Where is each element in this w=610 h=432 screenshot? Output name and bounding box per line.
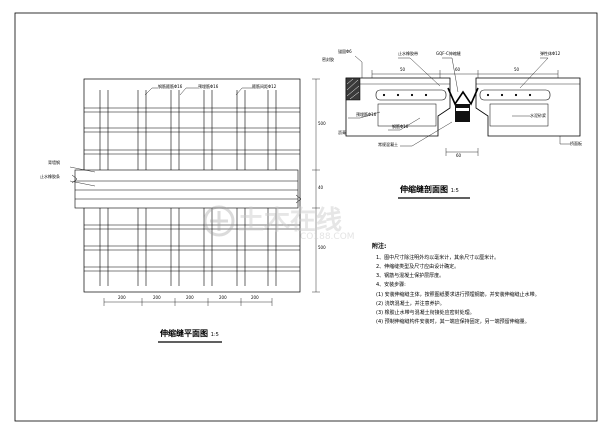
- section-dim-top-1: 50: [400, 67, 406, 72]
- section-label-concrete: 常规混凝土: [378, 142, 398, 147]
- plan-title-scale: 1:5: [210, 332, 219, 338]
- section-dim-top-2: 60: [455, 67, 461, 72]
- notes-line-3: 3、钢筋与混凝土保护层厚度。: [376, 273, 445, 279]
- plan-title-text: 伸缩缝平面图: [160, 329, 208, 338]
- section-title-text: 伸缩缝剖面图: [400, 185, 448, 194]
- watermark-subtext: CO188.COM: [300, 232, 355, 242]
- section-right-slab: [475, 77, 581, 137]
- watermark-text: 土木在线: [238, 206, 343, 236]
- section-label-mortar: 水泥砂浆: [530, 113, 546, 118]
- section-label-embedded: 预埋筋Φ16: [356, 112, 377, 117]
- plan-lower-bars: [84, 208, 300, 286]
- plan-dim-right-2: 40: [318, 185, 324, 190]
- section-label-rebar: 钢筋Φ16: [392, 124, 409, 129]
- plan-label-spacing: 箍筋间距Φ12: [252, 84, 277, 89]
- plan-dim-bottom-1: 200: [118, 295, 126, 300]
- section-left-slab: [345, 77, 451, 137]
- section-label-gqf: GQF-C伸缩缝: [436, 51, 461, 56]
- notes-line-2: 2、伸缩缝类型及尺寸应由设计确定。: [376, 264, 460, 270]
- plan-label-waterstop: 止水橡胶条: [40, 174, 60, 179]
- plan-view: [69, 78, 320, 343]
- sheet-border: [14, 12, 598, 422]
- section-label-asphalt: 沥青: [338, 130, 346, 135]
- section-label-sealant: 密封胶: [322, 57, 334, 62]
- plan-dim-right-3: 500: [318, 245, 326, 250]
- watermark-logo: [203, 205, 235, 237]
- section-gap-filler: [455, 104, 470, 122]
- notes-line-4: 4、安装步骤:: [376, 282, 406, 288]
- notes-line-1: 1、图中尺寸除注明外均以毫米计，其余尺寸以厘米计。: [376, 255, 500, 261]
- section-title-scale: 1:5: [450, 188, 459, 194]
- section-label-deck: 桥面板: [570, 141, 582, 146]
- section-label-anchor: 锚固Φ6: [338, 49, 352, 54]
- plan-label-backwall: 背墙钢: [48, 160, 60, 165]
- plan-upper-bars: [84, 90, 300, 170]
- section-right-rebar: [479, 89, 551, 101]
- plan-title: 伸缩缝平面图 1:5: [160, 330, 219, 338]
- section-title: 伸缩缝剖面图 1:5: [400, 186, 459, 194]
- plan-dim-bottom-2: 200: [153, 295, 161, 300]
- notes-line-6: (2) 浇筑混凝土，并注意养护。: [376, 301, 445, 307]
- plan-label-embedded: 预埋筋Φ16: [198, 84, 219, 89]
- notes-heading: 附注:: [372, 243, 387, 250]
- section-asphalt-hatch: [345, 77, 361, 101]
- plan-dim-bottom-4: 200: [219, 295, 227, 300]
- section-dim-bottom: 60: [456, 153, 462, 158]
- section-label-elastomer: 弹性体Φ12: [540, 51, 561, 56]
- section-label-waterstop: 止水橡胶带: [398, 51, 418, 56]
- notes-line-7: (3) 橡胶止水带与混凝土衔接处应密封处理。: [376, 310, 475, 316]
- plan-joint-band: [74, 169, 299, 209]
- section-left-rebar: [375, 89, 447, 101]
- plan-dim-bottom-5: 200: [251, 295, 259, 300]
- plan-dim-bottom-3: 200: [186, 295, 194, 300]
- notes-line-5: (1) 安装伸缩缝主体，按照图纸要求进行预埋钢筋，并安装伸缩缝止水带。: [376, 292, 540, 298]
- notes-line-8: (4) 预制伸缩缝构件安装时，其一端应保持固定，另一端预留伸缩量。: [376, 319, 530, 325]
- section-dim-top-3: 50: [514, 67, 520, 72]
- plan-label-stirrup: 钢筋箍筋Φ16: [158, 84, 183, 89]
- section-view: [345, 55, 581, 199]
- plan-dim-right-1: 500: [318, 121, 326, 126]
- section-w-seal: [447, 87, 479, 106]
